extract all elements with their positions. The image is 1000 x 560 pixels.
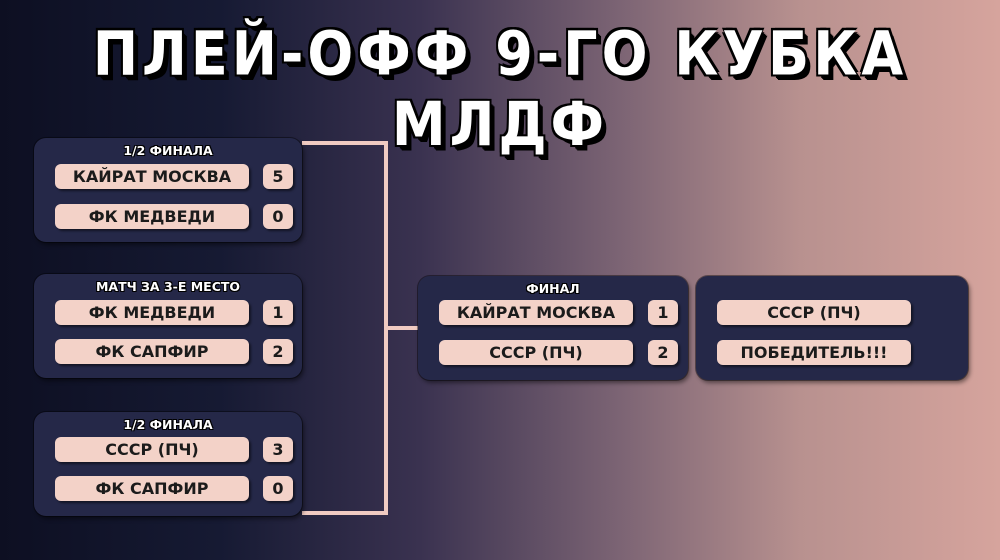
final-score-2: 2 — [648, 340, 678, 365]
semifinal-1-score-1: 5 — [263, 164, 293, 189]
page-title: ПЛЕЙ-ОФФ 9-ГО КУБКА МЛДФ — [92, 18, 908, 160]
semifinal-2-score-2: 0 — [263, 476, 293, 501]
third-place-panel: МАТЧ ЗА 3-Е МЕСТО ФК МЕДВЕДИ 1 ФК САПФИР… — [34, 274, 302, 378]
third-place-team-2: ФК САПФИР — [55, 339, 249, 364]
third-place-score-2: 2 — [263, 339, 293, 364]
semifinal-2-panel: 1/2 ФИНАЛА СССР (ПЧ) 3 ФК САПФИР 0 — [34, 412, 302, 516]
semifinal-1-score-2: 0 — [263, 204, 293, 229]
semifinal-1-panel: 1/2 ФИНАЛА КАЙРАТ МОСКВА 5 ФК МЕДВЕДИ 0 — [34, 138, 302, 242]
third-place-team-1: ФК МЕДВЕДИ — [55, 300, 249, 325]
semifinal-1-team-1: КАЙРАТ МОСКВА — [55, 164, 249, 189]
winner-panel: СССР (ПЧ) ПОБЕДИТЕЛЬ!!! — [696, 276, 968, 380]
final-team-1: КАЙРАТ МОСКВА — [439, 300, 633, 325]
semifinal-2-team-1: СССР (ПЧ) — [55, 437, 249, 462]
winner-caption: ПОБЕДИТЕЛЬ!!! — [717, 340, 911, 365]
semifinal-1-label: 1/2 ФИНАЛА — [123, 143, 213, 158]
final-team-2: СССР (ПЧ) — [439, 340, 633, 365]
semifinal-2-score-1: 3 — [263, 437, 293, 462]
semifinal-1-team-2: ФК МЕДВЕДИ — [55, 204, 249, 229]
semifinal-2-label: 1/2 ФИНАЛА — [123, 417, 213, 432]
final-label: ФИНАЛ — [526, 281, 580, 296]
final-panel: ФИНАЛ КАЙРАТ МОСКВА 1 СССР (ПЧ) 2 — [418, 276, 688, 380]
third-place-score-1: 1 — [263, 300, 293, 325]
final-score-1: 1 — [648, 300, 678, 325]
third-place-label: МАТЧ ЗА 3-Е МЕСТО — [95, 279, 241, 294]
semifinal-2-team-2: ФК САПФИР — [55, 476, 249, 501]
winner-team: СССР (ПЧ) — [717, 300, 911, 325]
